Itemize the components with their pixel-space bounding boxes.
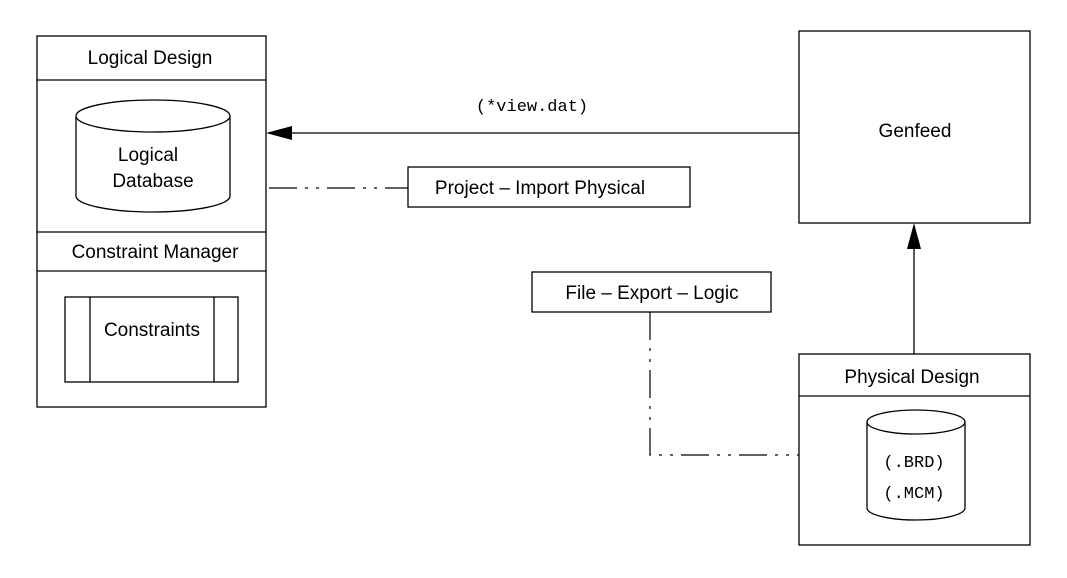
view-file-arrow: (*view.dat) bbox=[266, 98, 799, 140]
logical-database-top bbox=[75, 99, 231, 133]
physical-design-title: Physical Design bbox=[844, 367, 979, 388]
export-logic-connector: File – Export – Logic bbox=[531, 271, 799, 456]
export-logic-dash-line bbox=[649, 312, 799, 456]
genfeed-block: Genfeed bbox=[798, 30, 1031, 224]
logical-database-body bbox=[75, 116, 231, 213]
view-file-arrowhead bbox=[266, 126, 292, 140]
logical-database-cylinder: Logical Database bbox=[75, 99, 231, 213]
physical-design-block: Physical Design (.BRD) (.MCM) bbox=[798, 353, 1031, 546]
constraints-frame bbox=[64, 296, 239, 383]
import-physical-label: Project – Import Physical bbox=[435, 178, 645, 199]
constraint-manager-label: Constraint Manager bbox=[72, 242, 240, 263]
constraints-box: Constraints bbox=[64, 296, 239, 383]
brd-format-label: (.BRD) bbox=[883, 454, 944, 473]
logical-database-label-line1: Logical bbox=[118, 145, 178, 166]
export-logic-label: File – Export – Logic bbox=[565, 283, 738, 304]
logical-database-label-line2: Database bbox=[112, 171, 193, 192]
import-physical-box bbox=[407, 166, 691, 208]
physical-to-genfeed-arrow bbox=[907, 223, 921, 354]
physical-database-body bbox=[866, 422, 966, 521]
logical-design-title: Logical Design bbox=[88, 48, 213, 69]
mcm-format-label: (.MCM) bbox=[883, 485, 944, 504]
genfeed-label: Genfeed bbox=[879, 121, 952, 142]
import-physical-connector: Project – Import Physical bbox=[269, 166, 691, 208]
view-file-label: (*view.dat) bbox=[476, 98, 588, 117]
physical-database-cylinder: (.BRD) (.MCM) bbox=[866, 409, 966, 521]
export-logic-box bbox=[531, 271, 772, 313]
genfeed-frame bbox=[798, 30, 1031, 224]
physical-database-top bbox=[866, 409, 966, 435]
logical-design-block: Logical Design Logical Database Constrai… bbox=[36, 35, 267, 408]
physical-to-genfeed-arrowhead bbox=[907, 223, 921, 249]
constraints-label: Constraints bbox=[104, 320, 200, 341]
